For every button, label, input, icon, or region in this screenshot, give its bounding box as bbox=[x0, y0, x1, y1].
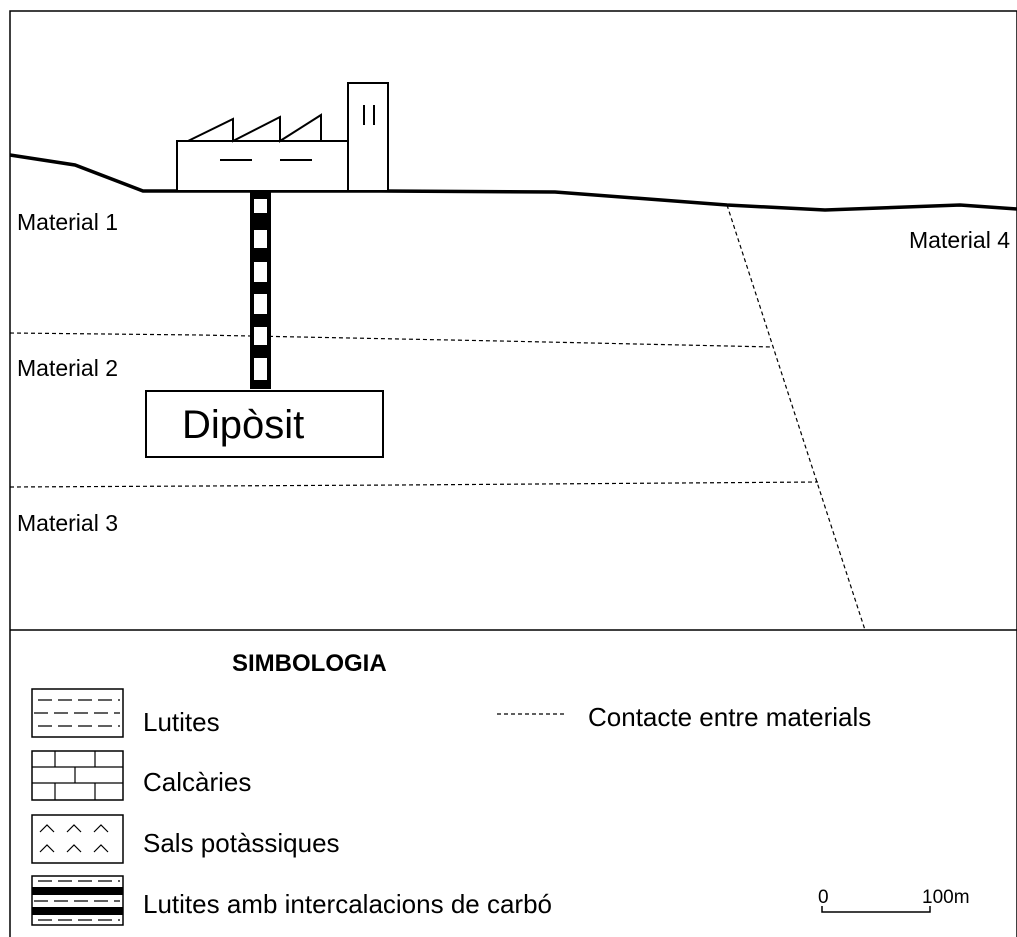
material-4-label: Material 4 bbox=[909, 227, 1010, 253]
deposit-box bbox=[145, 390, 384, 458]
chevron-pattern-icon bbox=[31, 814, 124, 864]
deposit-label: Dipòsit bbox=[182, 403, 304, 447]
legend-title: SIMBOLOGIA bbox=[232, 650, 387, 677]
dashed-lines-icon bbox=[31, 688, 124, 738]
brick-icon bbox=[31, 750, 124, 801]
ground-surface bbox=[9, 153, 1017, 212]
legend-label-lutites: Lutites bbox=[143, 707, 220, 737]
section-frame bbox=[9, 10, 1017, 937]
coal-bands-icon bbox=[31, 875, 124, 926]
material-1-label: Material 1 bbox=[17, 209, 118, 235]
legend-label-contact: Contacte entre materials bbox=[588, 702, 871, 732]
legend-label-lutites-carbo: Lutites amb intercalacions de carbó bbox=[143, 889, 552, 919]
legend-label-calcaries: Calcàries bbox=[143, 767, 251, 797]
scale-bar bbox=[821, 906, 931, 913]
material-3-label: Material 3 bbox=[17, 510, 118, 536]
material-2-label: Material 2 bbox=[17, 355, 118, 381]
contact-line-2-3 bbox=[9, 481, 819, 488]
mine-shaft bbox=[250, 191, 271, 389]
scale-end-label: 100m bbox=[922, 887, 970, 908]
contact-line-1-2 bbox=[9, 332, 774, 348]
factory-icon bbox=[176, 82, 389, 192]
legend-label-sals: Sals potàssiques bbox=[143, 828, 340, 858]
scale-start-label: 0 bbox=[818, 887, 829, 908]
fault-contact-line bbox=[726, 204, 866, 631]
